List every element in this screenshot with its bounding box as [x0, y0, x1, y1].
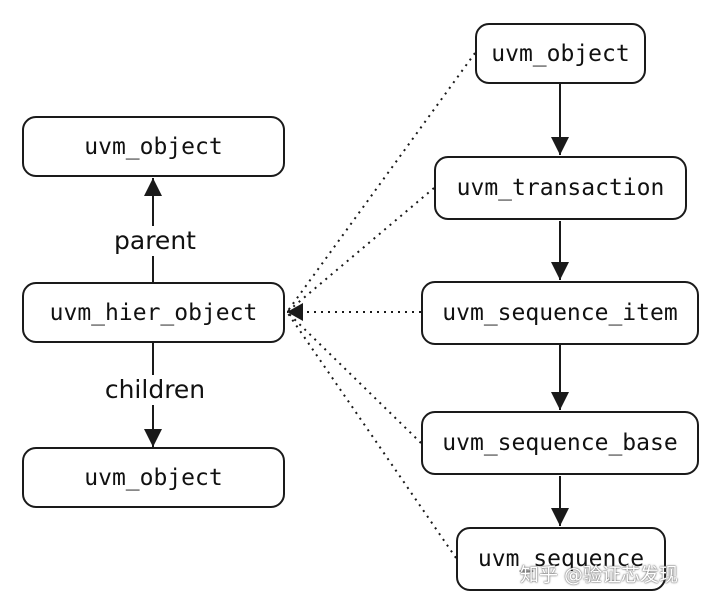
dotted-edge-arrowhead [287, 303, 303, 321]
node-parent-uvm-object-label: uvm_object [84, 133, 223, 160]
chain-node-uvm-object: uvm_object [475, 23, 646, 84]
dotted-edge-uvm-sequence [286, 311, 457, 559]
dotted-edge-uvm-object [286, 52, 476, 313]
parent-edge-label: parent [103, 226, 207, 256]
children-edge-label: children [93, 375, 217, 405]
node-parent-uvm-object: uvm_object [22, 116, 285, 177]
node-child-uvm-object-label: uvm_object [84, 464, 223, 491]
chain-node-uvm-transaction: uvm_transaction [434, 156, 687, 220]
chain-node-uvm-object-label: uvm_object [491, 40, 630, 67]
chain-node-uvm-sequence-base-label: uvm_sequence_base [442, 430, 678, 456]
chain-node-uvm-sequence-base: uvm_sequence_base [421, 411, 699, 475]
node-child-uvm-object: uvm_object [22, 447, 285, 508]
chain-node-uvm-sequence: uvm_sequence [456, 527, 666, 591]
node-uvm-hier-object: uvm_hier_object [22, 282, 285, 343]
node-uvm-hier-object-label: uvm_hier_object [49, 299, 258, 326]
dotted-edge-uvm-transaction [286, 187, 435, 313]
chain-node-uvm-sequence-item: uvm_sequence_item [421, 281, 699, 345]
chain-node-uvm-sequence-label: uvm_sequence [477, 546, 645, 572]
chain-node-uvm-transaction-label: uvm_transaction [456, 175, 665, 201]
dotted-edge-uvm-sequence-base [286, 311, 422, 444]
watermark: 知乎 @验证芯发现 [520, 564, 679, 586]
chain-node-uvm-sequence-item-label: uvm_sequence_item [442, 300, 678, 326]
